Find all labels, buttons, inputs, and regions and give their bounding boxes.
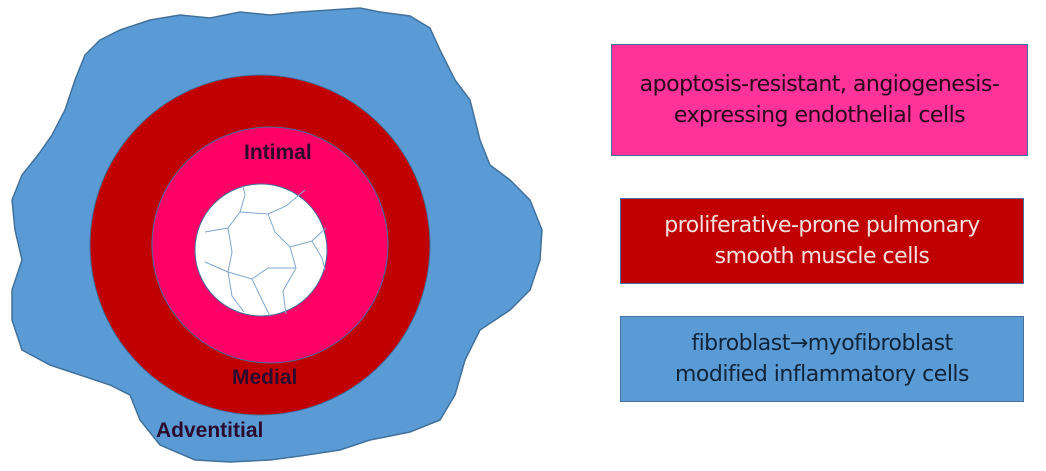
medial-label: Medial [232,366,298,389]
vessel-cross-section [11,7,543,463]
legend-smooth-muscle-line-1: proliferative-prone pulmonary [664,213,980,238]
legend-fibroblast-cells: fibroblast→myofibroblast modified inflam… [620,316,1024,402]
legend-smooth-muscle-line-2: smooth muscle cells [714,244,930,269]
legend-smooth-muscle-cells: proliferative-prone pulmonary smooth mus… [620,198,1024,284]
legend-fibroblast-line-1: fibroblast→myofibroblast [691,331,953,356]
legend-endothelial-line-2: expressing endothelial cells [673,103,966,128]
legend-endothelial-line-1: apoptosis-resistant, angiogenesis- [639,72,1000,97]
lumen [194,183,328,317]
legend-endothelial-cells: apoptosis-resistant, angiogenesis- expre… [611,44,1028,156]
adventitial-label: Adventitial [156,419,264,442]
intimal-label: Intimal [244,141,312,164]
lumen-vessel-lines [204,185,327,317]
legend-fibroblast-line-2: modified inflammatory cells [674,362,970,387]
